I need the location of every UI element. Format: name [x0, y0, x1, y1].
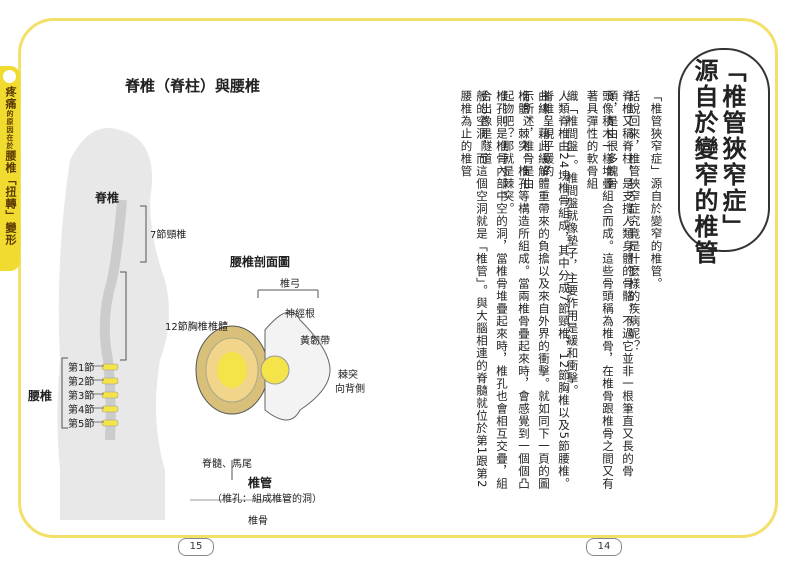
sidebar-line2: 腰椎「扭轉」變形: [4, 150, 17, 246]
label-body: 椎體: [208, 322, 228, 333]
label-arch: 椎弓: [280, 279, 300, 290]
heading-line1: 「椎管狹窄症」: [718, 58, 746, 240]
body-column-5: 織「椎間盤」。椎間盤就像墊子，主要作用是緩和衝擊。: [565, 90, 580, 397]
label-canal: 椎管: [248, 476, 273, 490]
label-back-side: 向背側: [335, 384, 365, 395]
label-lumbar: 腰椎: [28, 389, 53, 403]
body-column-7: 曲線，藉此緩解體重帶來的負擔以及來自外界的衝擊。就如同下一頁的圖示所述，椎骨是由: [521, 90, 552, 490]
label-l3: 第3節: [68, 391, 95, 402]
page-frame: [18, 18, 778, 538]
chapter-sidebar-text: 疼痛的原因在於腰椎「扭轉」變形: [2, 86, 18, 246]
label-spine: 脊椎: [95, 191, 120, 205]
body-column-6: 人類脊椎由24塊椎骨組成，其中分成7節頸椎、12節胸椎以及5節腰椎。脊椎呈現平緩…: [541, 90, 572, 490]
label-disc: 脊髓、馬尾: [202, 459, 252, 470]
chapter-badge: [3, 70, 16, 83]
label-thoracic: 12節胸椎: [165, 322, 208, 333]
body-column-10: 般的空洞，而這個空洞就是「椎管」。與大腦相連的脊髓就位於第1跟第2腰椎為止的椎管: [459, 90, 490, 489]
sidebar-line1-small: 的原因在於: [6, 110, 14, 150]
label-section-title: 腰椎剖面圖: [230, 255, 291, 269]
body-column-8: 椎體、棘突、椎孔等構造所組成。當兩椎骨疊起來時，會感覺到一個個凸起物吧？那就是棘…: [501, 90, 532, 490]
heading-bubble: [678, 48, 770, 252]
label-l4: 第4節: [68, 405, 95, 416]
label-l5: 第5節: [68, 419, 95, 430]
body-column-9: 椎孔則是椎骨內部中空的洞，當椎骨堆疊起來時，椎孔也會相互交疊，組合出像是隧道: [479, 90, 510, 490]
label-spinous: 棘突: [338, 370, 358, 381]
body-column-4: 頭像積木一樣堆疊組合而成。這些骨頭稱為椎骨，在椎骨跟椎骨之間又有著具彈性的軟骨組: [585, 90, 616, 490]
label-nerve-root: 神經根: [285, 309, 315, 320]
body-column-1: 「椎管狹窄症」源自於變窄的椎管。: [649, 90, 664, 290]
label-ligament: 黃韌帶: [300, 336, 330, 347]
label-canal-note: （椎孔：組成椎管的洞）: [212, 494, 322, 505]
body-column-2: 話說回來，椎管狹窄症究竟是什麼樣的疾病呢？: [627, 90, 642, 353]
body-column-3: 脊椎又稱脊柱，是支撐人類身體的骨骼。不過它並非一根筆直又長的骨頭，是由很多塊骨: [605, 90, 636, 478]
page-title: 脊椎（脊柱）與腰椎: [125, 77, 261, 95]
page-number-left: 15: [178, 538, 214, 556]
label-vertebra: 椎骨: [248, 516, 268, 527]
sidebar-line1: 疼痛: [4, 86, 17, 110]
label-l1: 第1節: [68, 363, 95, 374]
page-number-right: 14: [586, 538, 622, 556]
label-l2: 第2節: [68, 377, 95, 388]
chapter-sidebar: [0, 66, 20, 271]
label-cervical: 7節頸椎: [150, 230, 187, 241]
heading-line2: 源自於變窄的椎管: [690, 58, 718, 266]
